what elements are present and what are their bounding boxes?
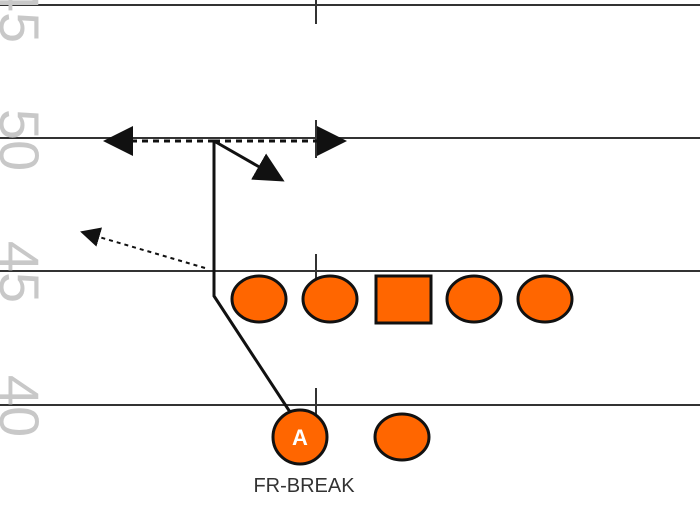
- yard-number-45-top: 45: [0, 0, 51, 43]
- player-lineman: [445, 274, 503, 324]
- play-name-label: FR-BREAK: [253, 475, 355, 497]
- route-a-path: [212, 141, 292, 413]
- player-lineman: [516, 274, 574, 324]
- player-a: [271, 408, 329, 466]
- route-break-arrow: [213, 139, 285, 182]
- dotted-option-route: [80, 227, 206, 269]
- player-lineman: [230, 274, 288, 324]
- player-lineman: [301, 274, 359, 324]
- player-center: [374, 274, 433, 325]
- player-a-letter: A: [292, 425, 308, 450]
- yard-number-50: 50: [0, 109, 51, 171]
- yard-number-45: 45: [0, 241, 51, 303]
- player-back: [373, 412, 431, 462]
- yard-number-40: 40: [0, 375, 51, 437]
